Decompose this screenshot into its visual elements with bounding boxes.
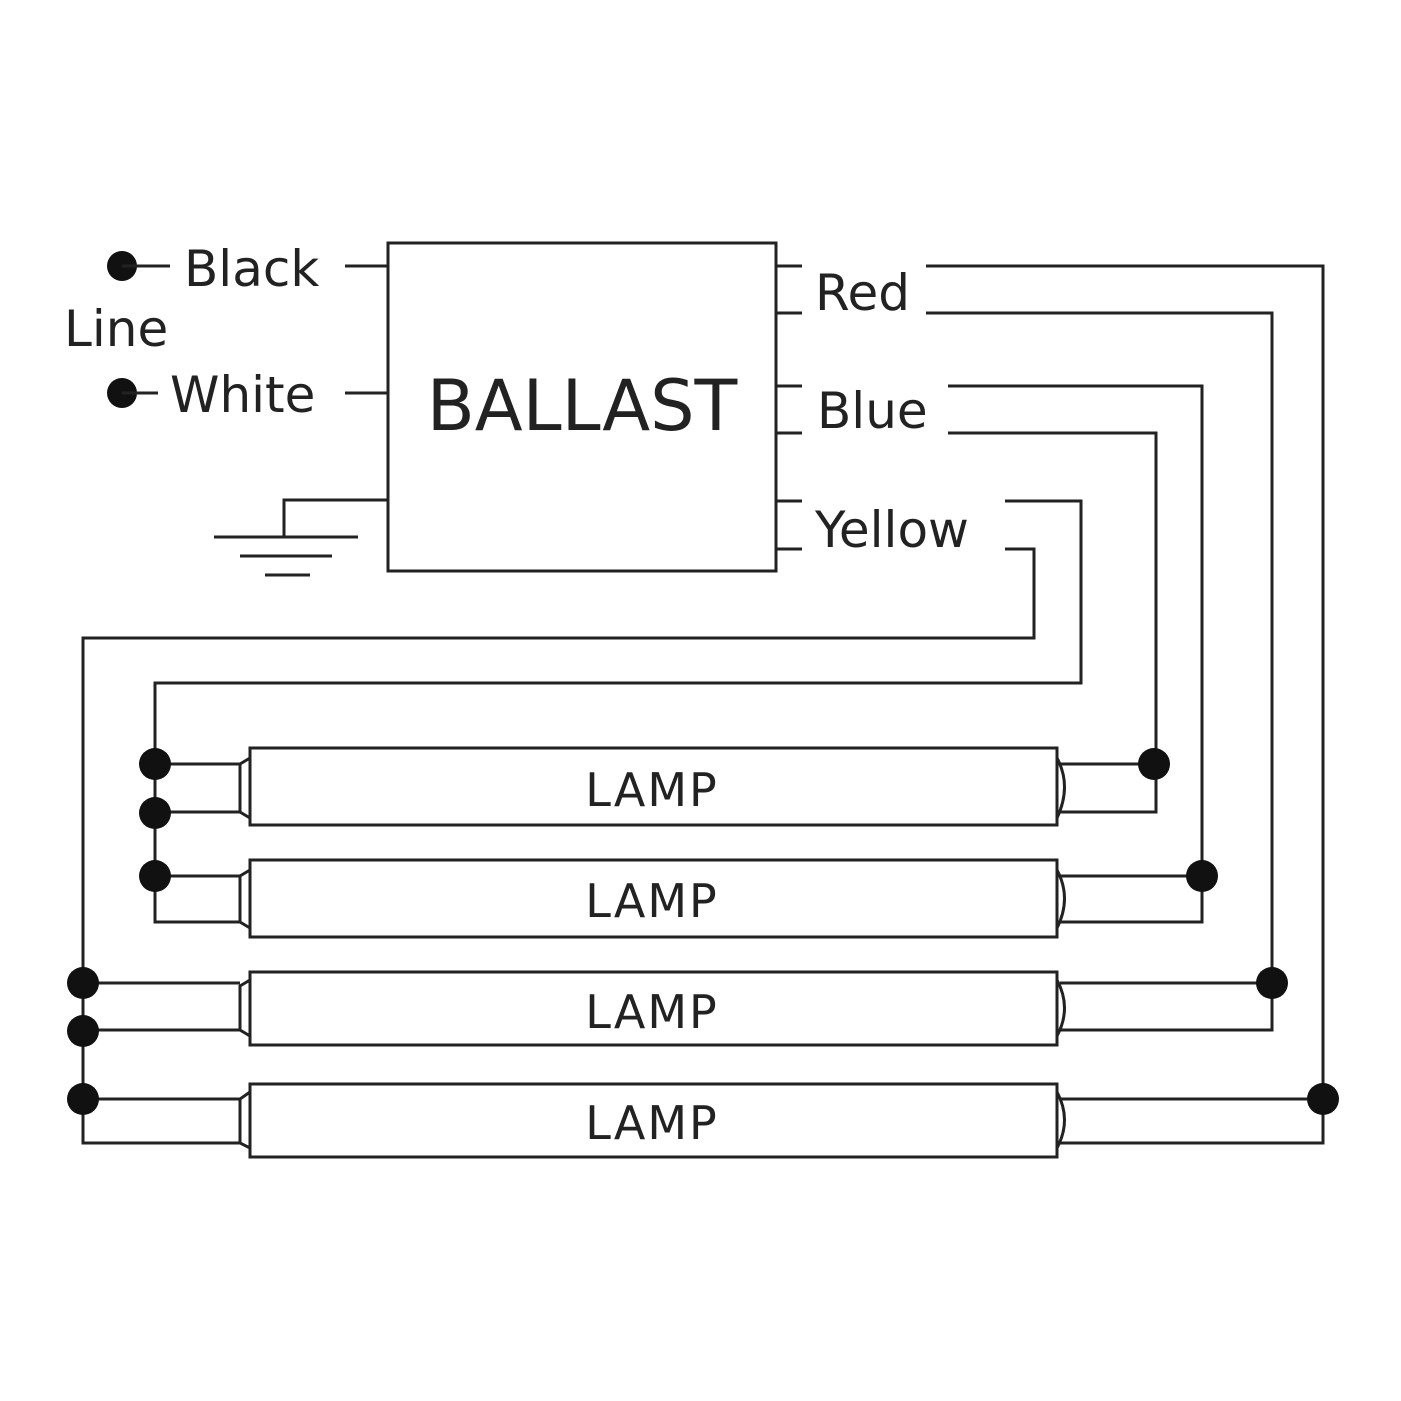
black-label: Black bbox=[184, 240, 319, 298]
yellow-label: Yellow bbox=[814, 501, 969, 559]
lamp-pin-wires bbox=[83, 762, 1323, 1101]
lamp-1: LAMP bbox=[238, 746, 1066, 827]
red-wire-2 bbox=[926, 311, 1274, 1032]
yellow-wire-1 bbox=[153, 499, 1083, 924]
lamp-3: LAMP bbox=[238, 970, 1066, 1047]
lamp-2-label: LAMP bbox=[585, 874, 719, 928]
red-label: Red bbox=[815, 264, 910, 322]
ballast-label: BALLAST bbox=[427, 365, 738, 447]
blue-label: Blue bbox=[817, 382, 928, 440]
junction-dots bbox=[67, 748, 1339, 1115]
blue-wire-1 bbox=[948, 384, 1204, 924]
ground-icon bbox=[214, 498, 388, 577]
ballast-box bbox=[386, 241, 778, 573]
lamp-4: LAMP bbox=[238, 1082, 1066, 1159]
lamp-4-label: LAMP bbox=[585, 1096, 719, 1150]
lamp-3-label: LAMP bbox=[585, 985, 719, 1039]
yellow-wire-2 bbox=[81, 547, 1036, 1145]
lamp-2: LAMP bbox=[238, 858, 1066, 939]
blue-wire-2 bbox=[948, 431, 1158, 814]
lamp-1-label: LAMP bbox=[585, 763, 719, 817]
red-wire-1 bbox=[926, 264, 1325, 1145]
white-label: White bbox=[170, 366, 315, 424]
output-stubs bbox=[776, 264, 802, 551]
line-label: Line bbox=[64, 300, 168, 358]
